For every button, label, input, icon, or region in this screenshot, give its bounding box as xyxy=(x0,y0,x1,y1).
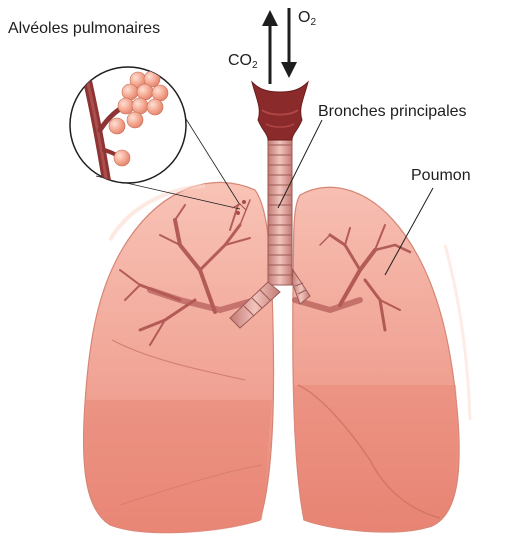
bronches-principales-label: Bronches principales xyxy=(318,104,467,120)
co2-label: CO2 xyxy=(228,53,258,71)
alveoles-pulmonaires-label: Alvéoles pulmonaires xyxy=(8,21,160,37)
o2-label-main: O xyxy=(298,9,310,26)
larynx xyxy=(252,82,308,140)
co2-label-main: CO xyxy=(228,52,252,69)
co2-arrow xyxy=(262,10,278,84)
o2-label: O2 xyxy=(298,10,316,28)
right-lung xyxy=(293,187,470,532)
co2-label-subscript: 2 xyxy=(252,60,258,71)
trachea xyxy=(268,135,292,285)
poumon-label: Poumon xyxy=(411,168,471,184)
alveoli-zoom-inset xyxy=(70,67,186,190)
o2-label-subscript: 2 xyxy=(310,17,316,28)
o2-arrow xyxy=(281,8,297,78)
